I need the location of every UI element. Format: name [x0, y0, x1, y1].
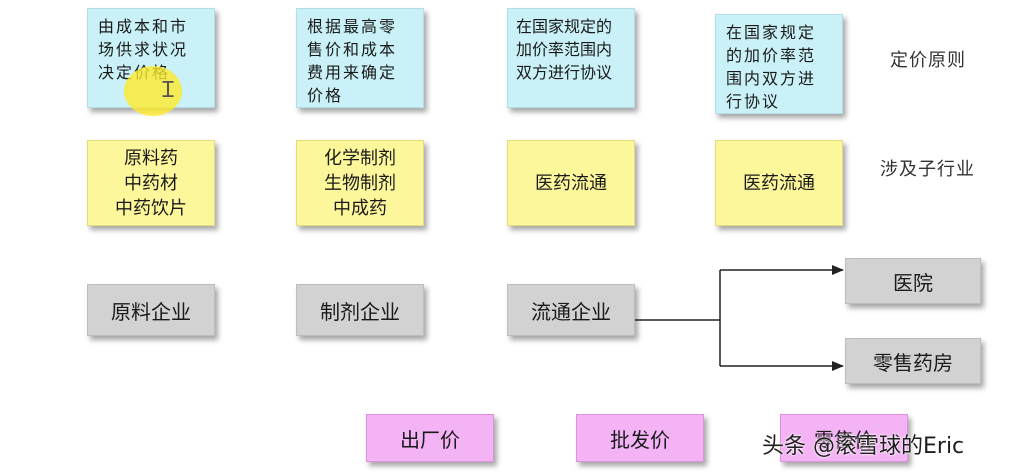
- sub-industry-line: 中药材: [124, 172, 178, 194]
- pricing-line: 的加价率范: [726, 46, 817, 65]
- pricing-line: 由成本和市: [98, 17, 189, 36]
- price-box-factory: 出厂价: [366, 414, 494, 462]
- sub-industry-line: 医药流通: [743, 172, 815, 194]
- enterprise-box-formulation: 制剂企业: [296, 284, 424, 336]
- pricing-box-distribution-1: 在国家规定的 加价率范围内 双方进行协议: [507, 8, 635, 108]
- pricing-line: 费用来确定: [307, 63, 398, 82]
- pricing-line: 价格: [307, 86, 344, 105]
- enterprise-box-distribution: 流通企业: [507, 284, 635, 336]
- sub-industry-line: 生物制剂: [324, 172, 396, 194]
- sub-industry-line: 中药饮片: [115, 197, 187, 219]
- row-label-pricing: 定价原则: [890, 50, 966, 71]
- sub-industry-box-distribution-1: 医药流通: [507, 140, 635, 226]
- sub-industry-box-formulation: 化学制剂 生物制剂 中成药: [296, 140, 424, 226]
- pricing-line: 售价和成本: [307, 40, 398, 59]
- price-box-wholesale: 批发价: [576, 414, 704, 462]
- pricing-line: 加价率范围内: [516, 40, 613, 59]
- enterprise-box-raw: 原料企业: [87, 284, 215, 336]
- watermark: 头条 @滚雪球的Eric: [762, 434, 965, 459]
- price-box-retail: 零售价: [780, 414, 908, 462]
- pricing-line: 在国家规定: [726, 23, 817, 42]
- text-cursor-icon: Ｉ: [157, 78, 180, 103]
- pricing-line: 围内双方进: [726, 69, 817, 88]
- pricing-box-formulation: 根据最高零 售价和成本 费用来确定 价格: [296, 8, 424, 108]
- pricing-box-distribution-2: 在国家规定 的加价率范 围内双方进 行协议: [715, 14, 843, 114]
- terminal-box-hospital: 医院: [845, 258, 981, 304]
- pricing-line: 行协议: [726, 92, 781, 111]
- pricing-line: 根据最高零: [307, 17, 398, 36]
- pricing-line: 场供求状况: [98, 40, 189, 59]
- cursor-highlight: [124, 66, 182, 116]
- sub-industry-line: 医药流通: [535, 172, 607, 194]
- pricing-line: 在国家规定的: [516, 17, 613, 36]
- pricing-line: 双方进行协议: [516, 63, 613, 82]
- sub-industry-line: 中成药: [333, 197, 387, 219]
- row-label-sub-industry: 涉及子行业: [880, 159, 975, 180]
- sub-industry-box-distribution-2: 医药流通: [715, 140, 843, 226]
- sub-industry-line: 原料药: [124, 147, 178, 169]
- terminal-box-retail-pharmacy: 零售药房: [845, 338, 981, 384]
- sub-industry-box-raw: 原料药 中药材 中药饮片: [87, 140, 215, 226]
- sub-industry-line: 化学制剂: [324, 147, 396, 169]
